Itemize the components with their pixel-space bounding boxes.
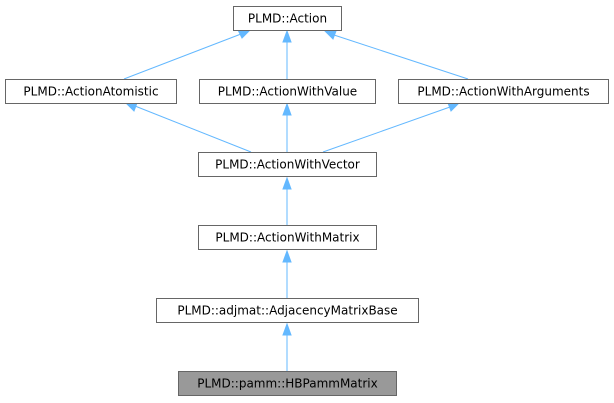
node-label: PLMD::ActionWithMatrix: [215, 231, 359, 245]
edge-withvector-to-withvalue: [282, 102, 292, 152]
node-label: PLMD::Action: [248, 12, 327, 26]
node-label: PLMD::adjmat::AdjacencyMatrixBase: [177, 304, 397, 318]
node-action-with-value[interactable]: PLMD::ActionWithValue: [199, 79, 376, 104]
edge-hbpamm-to-adjacency: [282, 322, 292, 371]
node-label: PLMD::ActionWithValue: [218, 85, 357, 99]
edge-withvector-to-witharguments: [322, 102, 461, 153]
node-action-with-arguments[interactable]: PLMD::ActionWithArguments: [398, 79, 609, 104]
node-hbpamm-matrix[interactable]: PLMD::pamm::HBPammMatrix: [178, 371, 397, 396]
node-label: PLMD::pamm::HBPammMatrix: [197, 377, 378, 391]
edge-withvector-to-atomistic: [124, 102, 252, 153]
node-adjacency-matrix-base[interactable]: PLMD::adjmat::AdjacencyMatrixBase: [156, 298, 419, 323]
node-action[interactable]: PLMD::Action: [233, 6, 342, 31]
node-action-with-matrix[interactable]: PLMD::ActionWithMatrix: [198, 225, 377, 250]
edge-atomistic-to-action: [123, 29, 251, 80]
node-label: PLMD::ActionWithArguments: [417, 85, 589, 99]
edge-withvalue-to-action: [282, 29, 292, 79]
node-label: PLMD::ActionWithVector: [215, 158, 360, 172]
edge-withmatrix-to-withvector: [282, 176, 292, 225]
edge-adjacency-to-withmatrix: [282, 249, 292, 298]
node-action-atomistic[interactable]: PLMD::ActionAtomistic: [5, 79, 177, 104]
node-action-with-vector[interactable]: PLMD::ActionWithVector: [198, 152, 377, 177]
nodes: PLMD::Action PLMD::ActionAtomistic PLMD:…: [5, 6, 609, 396]
node-label: PLMD::ActionAtomistic: [23, 85, 158, 99]
edge-witharguments-to-action: [323, 30, 469, 80]
